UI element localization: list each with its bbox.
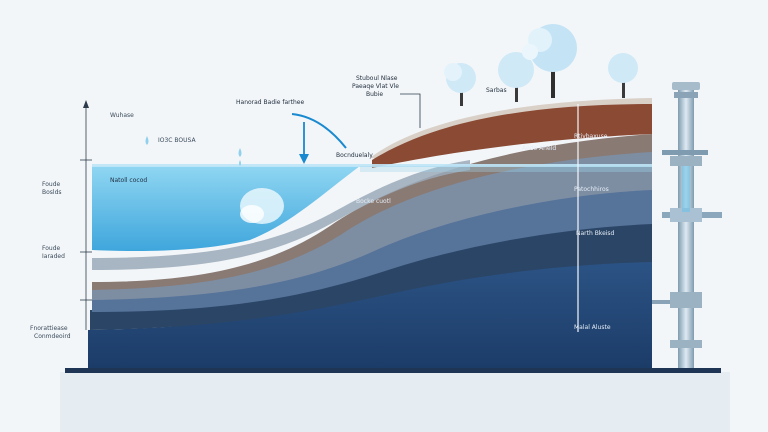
label-right-layer-1: Rtivbaxuse <box>574 133 608 140</box>
trees <box>444 24 638 106</box>
label-lake: Natoll cocod <box>110 177 147 184</box>
lake-water <box>92 166 360 251</box>
sediment-layer <box>92 160 470 270</box>
label-right-layer-3: Narth Bkeisd <box>576 230 615 237</box>
gravel-layer <box>92 150 652 300</box>
topsoil-layer <box>372 104 652 168</box>
label-right-layer-4: Malal Aluste <box>574 324 611 331</box>
label-left-mid-2b: Iaraded <box>42 253 65 260</box>
label-water-note: IO3C BOUSA <box>158 137 196 144</box>
label-top-right-b: Paeaqe Vlat Vle <box>352 83 399 90</box>
label-wuhase: Wuhase <box>110 112 134 119</box>
label-left-mid-2a: Foude <box>42 245 61 252</box>
droplet-icon <box>239 160 241 166</box>
label-brown-layer: Aedo Aheld <box>522 145 556 152</box>
water-table-band <box>360 166 652 172</box>
bedrock-layer <box>88 258 652 368</box>
base-line <box>65 368 721 373</box>
label-shore: Bocnduelaly <box>336 152 373 159</box>
label-left-mid-1b: Boslds <box>42 189 62 196</box>
well-pipe <box>652 82 722 368</box>
label-top-right-c: Bubie <box>366 91 383 98</box>
infiltration-arrow <box>291 113 347 149</box>
droplet-icon <box>238 148 242 157</box>
label-hill-top: Sarbas <box>486 87 507 94</box>
floor-reflection <box>60 372 730 432</box>
water-table-line <box>92 164 652 167</box>
label-left-mid-1a: Foude <box>42 181 61 188</box>
aquifer-layer <box>92 186 652 312</box>
label-top-right-a: Stuboul Nlase <box>356 75 398 82</box>
label-top-arrow: Hanorad Badie farthee <box>236 99 304 106</box>
droplet-icon <box>145 136 149 145</box>
silt-layer <box>92 134 652 290</box>
label-left-bottom-a: Fnorattiease <box>30 325 68 332</box>
arrow-up-icon <box>83 100 89 108</box>
label-mid-wedge: Bocke cuotl <box>356 198 391 205</box>
label-right-layer-2: Patochhiros <box>574 186 609 193</box>
label-left-bottom-b: Conmdeoird <box>34 333 71 340</box>
leader-line <box>400 93 421 128</box>
arrow-down-icon <box>299 154 309 164</box>
